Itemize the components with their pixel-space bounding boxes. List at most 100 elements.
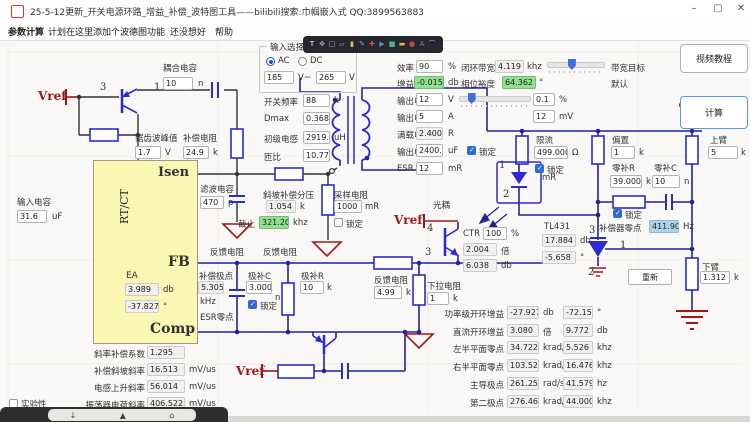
ripple-pct-unit: % — [559, 95, 568, 105]
menu-help[interactable]: 帮助 — [215, 28, 234, 38]
menu-bode-plan[interactable]: 计划在这里添加个波德图功能 — [48, 28, 166, 38]
fsw-input[interactable]: 88 — [303, 94, 330, 107]
upper-unit: k — [741, 148, 746, 158]
stat-row-u1: db — [543, 308, 554, 318]
stat-row-v2: 5.526 — [563, 341, 593, 354]
opto-db-unit: db — [501, 261, 512, 271]
fsw-label: 开关频率 — [264, 98, 299, 108]
pen-tool-icon[interactable]: ✎ — [359, 40, 365, 48]
pm-unit: ° — [539, 78, 544, 88]
ripple-mv-input[interactable]: 12 — [533, 110, 555, 123]
zero-r-input[interactable]: 39.000 — [610, 175, 642, 188]
opto-pin-3: 3 — [425, 247, 432, 258]
comp-res-input[interactable]: 24.9 — [183, 146, 209, 159]
vout-slider[interactable] — [459, 92, 531, 107]
rect-tool-icon[interactable]: □ — [328, 40, 336, 48]
zero-lock-checkbox[interactable] — [613, 209, 622, 218]
annotation-toolbar[interactable]: T ✥ □ ▱ ▮ ✎ ✚ ▶ ■ ▬ ● A ⌒ — [303, 36, 443, 53]
home-icon[interactable]: ⌂ — [169, 410, 175, 420]
menu-undecided[interactable]: 还没想好 — [170, 28, 207, 38]
dc-radio[interactable] — [298, 57, 307, 66]
pulldown-unit: k — [453, 294, 458, 304]
ripple-pct-input[interactable]: 0.1 — [533, 93, 555, 106]
tl431-label: TL431 — [544, 222, 571, 232]
taskbar-tool-pill: ↓ ▲ ⌂ — [48, 409, 196, 421]
ctr-input[interactable]: 100 — [483, 227, 507, 240]
sense-res-unit: mR — [365, 202, 380, 212]
bw-target-label: 带宽目标 — [611, 64, 646, 74]
vout-input[interactable]: 12 — [416, 93, 443, 106]
ac-radio[interactable] — [266, 57, 275, 66]
marker-icon[interactable]: ▲ — [119, 410, 126, 420]
download-icon[interactable]: ↓ — [69, 410, 77, 420]
lower-input[interactable]: 1.312 — [700, 271, 730, 284]
cross-tool-icon[interactable]: ✚ — [369, 40, 375, 48]
refresh-button[interactable]: 重新 — [628, 269, 672, 285]
eff-unit: % — [448, 62, 457, 72]
upper-input[interactable]: 5 — [708, 146, 738, 159]
eff-input[interactable]: 90 — [416, 60, 443, 73]
minimize-button[interactable]: – — [691, 3, 697, 14]
folder-tool-icon[interactable]: ▬ — [398, 40, 406, 48]
stat-row-label: 右半平面零点 — [452, 363, 504, 373]
fb-res2-label: 反馈电阻 — [263, 248, 298, 258]
stat-row-label: 第二极点 — [469, 399, 504, 409]
comp-slope-unit: mV/us — [189, 365, 216, 375]
pole-res-input[interactable]: 10 — [300, 281, 324, 294]
zero-c-input[interactable]: 10 — [652, 175, 680, 188]
tl431-pin-3: 3 — [589, 225, 596, 236]
cout-input[interactable]: 2400.0 — [416, 144, 443, 157]
play-tool-icon[interactable]: ▶ — [379, 40, 385, 48]
highlight-tool-icon[interactable]: ▮ — [350, 40, 354, 48]
gain-value: -0.015 — [414, 76, 444, 89]
filter-cap-input[interactable]: 470 — [200, 196, 224, 209]
ea-gain-unit: db — [163, 285, 174, 295]
turns-input[interactable]: 10.77 — [303, 149, 330, 162]
record-tool-icon[interactable]: ● — [408, 40, 416, 48]
ctr-unit: % — [511, 229, 520, 239]
close-button[interactable]: ✕ — [736, 3, 746, 14]
pole-cap-input[interactable]: 3.000 — [246, 281, 272, 294]
sense-res-input[interactable]: 1000 — [334, 200, 362, 213]
bias-resistor-symbol — [591, 135, 605, 165]
text-tool-icon[interactable]: T — [309, 40, 315, 48]
fsw-unit: k — [334, 96, 339, 106]
stat-row-u2: db — [597, 326, 608, 336]
bias-input[interactable]: 1 — [611, 146, 635, 159]
led-pin-1: 1 — [499, 160, 506, 171]
input-cap-input[interactable]: 31.6 — [17, 210, 47, 223]
menu-param-calc[interactable]: 参数计算 — [8, 28, 45, 38]
video-tutorial-button[interactable]: 视频教程 — [680, 44, 748, 73]
mosfet-switch[interactable] — [329, 160, 341, 175]
fb-res3-input[interactable]: 4.99 — [374, 286, 402, 299]
lp-input[interactable]: 2919.2 — [303, 131, 330, 144]
comp-pole-unit: kHz — [200, 297, 216, 307]
pm-value: 64.362 — [502, 76, 536, 89]
stat-row-v1: 103.523 — [507, 359, 539, 372]
stat-row-u2: khz — [597, 343, 612, 353]
shape-tool-icon[interactable]: ▱ — [339, 40, 345, 48]
limit-input[interactable]: 499.000 — [534, 146, 568, 159]
stat-row-v2: 16.476 — [563, 359, 593, 372]
fill-tool-icon[interactable]: ■ — [388, 40, 396, 48]
cout-lock-checkbox[interactable] — [467, 146, 476, 155]
limit-lock-checkbox[interactable] — [535, 164, 544, 173]
dmax-input[interactable]: 0.368 — [303, 112, 330, 125]
font-tool-icon[interactable]: A — [419, 40, 425, 48]
output-ground-icon — [676, 310, 708, 330]
coupling-cap-input[interactable]: 10 — [163, 77, 193, 90]
sense-lock-checkbox[interactable] — [334, 218, 343, 227]
iout-input[interactable]: 5 — [416, 110, 443, 123]
vin-min-input[interactable]: 185 — [264, 71, 294, 84]
lp-unit: uH — [334, 133, 346, 143]
vin-max-input[interactable]: 265 — [316, 71, 346, 84]
sawtooth-input[interactable]: 1.7 — [135, 146, 161, 159]
move-tool-icon[interactable]: ✥ — [319, 40, 325, 48]
pulldown-input[interactable]: 1 — [427, 292, 449, 305]
bandwidth-slider[interactable] — [547, 58, 605, 73]
calculate-button[interactable]: 计算 — [680, 96, 748, 129]
esr-input[interactable]: 12 — [416, 162, 443, 175]
maximize-button[interactable]: ▢ — [713, 3, 723, 14]
pole-cap-lock-checkbox[interactable] — [248, 300, 257, 309]
arc-tool-icon[interactable]: ⌒ — [428, 40, 436, 48]
